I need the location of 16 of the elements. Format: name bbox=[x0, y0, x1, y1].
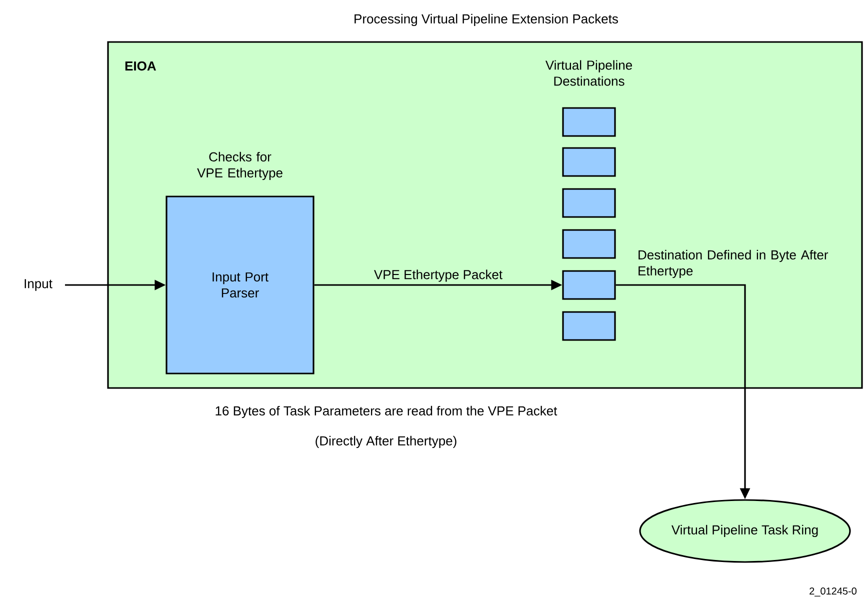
edge-label: VPE Ethertype Packet bbox=[372, 268, 504, 283]
note: (Directly After Ethertype) bbox=[316, 436, 456, 448]
note: 16 Bytes of Task Parameters are read from the VPE Packet bbox=[216, 406, 558, 418]
destination-box bbox=[562, 147, 616, 177]
destination-box bbox=[562, 270, 616, 300]
column-heading: Virtual Pipeline Destinations bbox=[545, 60, 632, 86]
destination-box bbox=[562, 229, 616, 259]
input-label: Input bbox=[24, 279, 52, 291]
node-heading: Checks for VPE Ethertype bbox=[197, 152, 282, 180]
title: Processing Virtual Pipeline Extension Packets bbox=[354, 14, 618, 26]
figure-id: 2_01245-0 bbox=[810, 588, 857, 596]
destination-box bbox=[562, 107, 616, 137]
destination-box bbox=[562, 188, 616, 218]
annotation: Destination Defined in Byte After Ethertype bbox=[638, 250, 828, 278]
destination-box bbox=[562, 311, 616, 341]
process-box: Input Port Parser bbox=[166, 196, 314, 374]
